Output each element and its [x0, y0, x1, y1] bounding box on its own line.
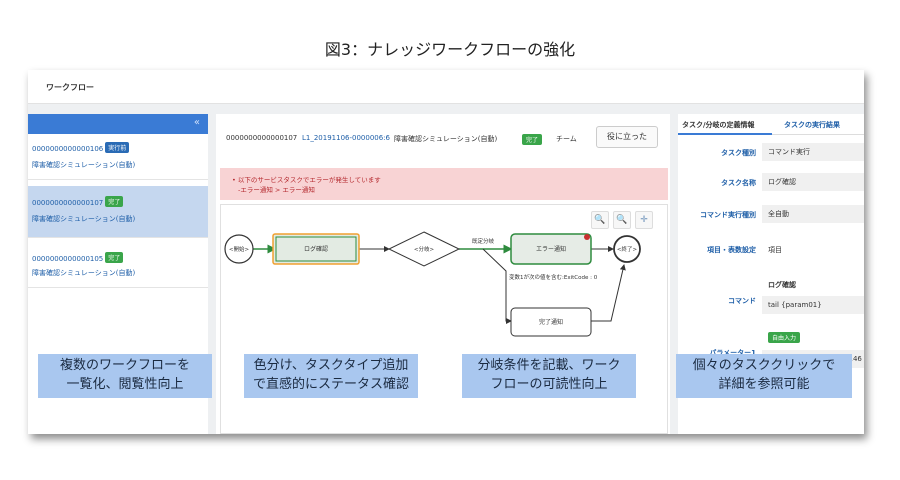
- task-error-notify-label: エラー通知: [536, 245, 566, 253]
- collapse-icon[interactable]: «: [193, 117, 200, 128]
- workflow-id: 0000000000000107: [226, 134, 298, 142]
- task-complete-notify: [510, 307, 592, 337]
- item-setting-label: 項目・表数設定: [707, 246, 756, 254]
- branch-label: 既定分岐: [472, 237, 495, 245]
- gateway: [387, 231, 461, 267]
- team-label: チーム: [556, 135, 577, 143]
- caption-branch-conditions: 分岐条件を記載、ワークフローの可読性向上: [462, 354, 636, 398]
- task-type-label: タスク種別: [721, 149, 756, 157]
- workflow-name: 障害確認シミュレーション(自動): [32, 269, 136, 277]
- free-input-badge: 自由入力: [768, 332, 801, 343]
- caption-task-detail: 個々のタスククリックで詳細を参照可能: [676, 354, 852, 398]
- figure-title: 図3：ナレッジワークフローの強化: [324, 40, 576, 59]
- status-badge: 完了: [105, 252, 124, 263]
- task-error-notify: [510, 233, 592, 265]
- task-complete-notify-label: 完了通知: [539, 318, 563, 326]
- command-value: tail {param01}: [762, 296, 864, 314]
- helpful-button[interactable]: 役に立った: [596, 126, 658, 148]
- task-type-value: コマンド実行: [762, 143, 864, 161]
- tab-execution-result[interactable]: タスクの実行結果: [784, 121, 840, 129]
- alert-line-2: -エラー通知 > エラー通知: [238, 186, 315, 194]
- task-log-check-inner: [275, 236, 357, 262]
- workflow-id: 0000000000000106: [32, 145, 104, 153]
- branch-condition: 変数1が次の値を含む:ExitCode : 0: [509, 273, 598, 281]
- status-badge: 完了: [105, 196, 124, 207]
- param-label: パラメーター1: [709, 349, 756, 357]
- workflow-list-header: «: [28, 114, 208, 134]
- command-label: コマンド: [728, 297, 756, 305]
- tab-definition[interactable]: タスク/分岐の定義情報: [682, 121, 755, 129]
- gateway-label: <分岐>: [414, 245, 435, 253]
- workflow-name: 障害確認シミュレーション(自動): [32, 161, 136, 169]
- command-type-label: コマンド実行種別: [700, 211, 756, 219]
- alert-line-1: • 以下のサービスタスクでエラーが発生しています: [232, 176, 381, 184]
- status-badge: 実行前: [105, 142, 130, 153]
- zoom-out-icon[interactable]: 🔍: [613, 211, 631, 229]
- workflow-id: 0000000000000105: [32, 255, 104, 263]
- pan-icon[interactable]: ✛: [635, 211, 653, 229]
- workflow-diagram-canvas[interactable]: 🔍 🔍 ✛ <開始> ロ: [220, 204, 668, 434]
- workflow-name: 障害確認シミュレーション(自動): [394, 135, 498, 143]
- caption-workflow-list: 複数のワークフローを一覧化、閲覧性向上: [38, 354, 212, 398]
- caption-status-colors: 色分け、タスクタイプ追加で直感的にステータス確認: [244, 354, 418, 398]
- task-log-check-label: ログ確認: [304, 245, 328, 253]
- start-label: <開始>: [229, 245, 250, 253]
- task-name-value: ログ確認: [762, 173, 864, 191]
- end-event: [613, 235, 641, 263]
- app-header: ワークフロー: [28, 70, 864, 104]
- command-type-value: 全自動: [762, 205, 864, 223]
- connector-gateway-task3: [482, 248, 512, 324]
- app-title: ワークフロー: [46, 83, 94, 92]
- item-setting-value: 項目: [768, 246, 782, 254]
- start-event: [224, 234, 254, 264]
- workflow-name: 障害確認シミュレーション(自動): [32, 215, 136, 223]
- active-tab-indicator: [678, 133, 772, 135]
- error-alert: • 以下のサービスタスクでエラーが発生しています -エラー通知 > エラー通知: [220, 168, 668, 200]
- end-label: <終了>: [617, 245, 638, 253]
- command-title: ログ確認: [768, 281, 796, 289]
- task-name-label: タスク名称: [721, 179, 756, 187]
- workflow-id: 0000000000000107: [32, 199, 104, 207]
- workflow-diagram: <開始> ログ確認 <分岐> 既定分岐 エラー通知 <終了> 変数1が次の値を含…: [224, 231, 641, 337]
- workflow-link[interactable]: L1_20191106-0000006:6: [302, 134, 390, 142]
- error-indicator-icon: [584, 234, 590, 240]
- status-badge: 完了: [522, 134, 543, 145]
- task-log-check: [272, 233, 360, 265]
- zoom-in-icon[interactable]: 🔍: [591, 211, 609, 229]
- connector-task3-end: [591, 264, 626, 322]
